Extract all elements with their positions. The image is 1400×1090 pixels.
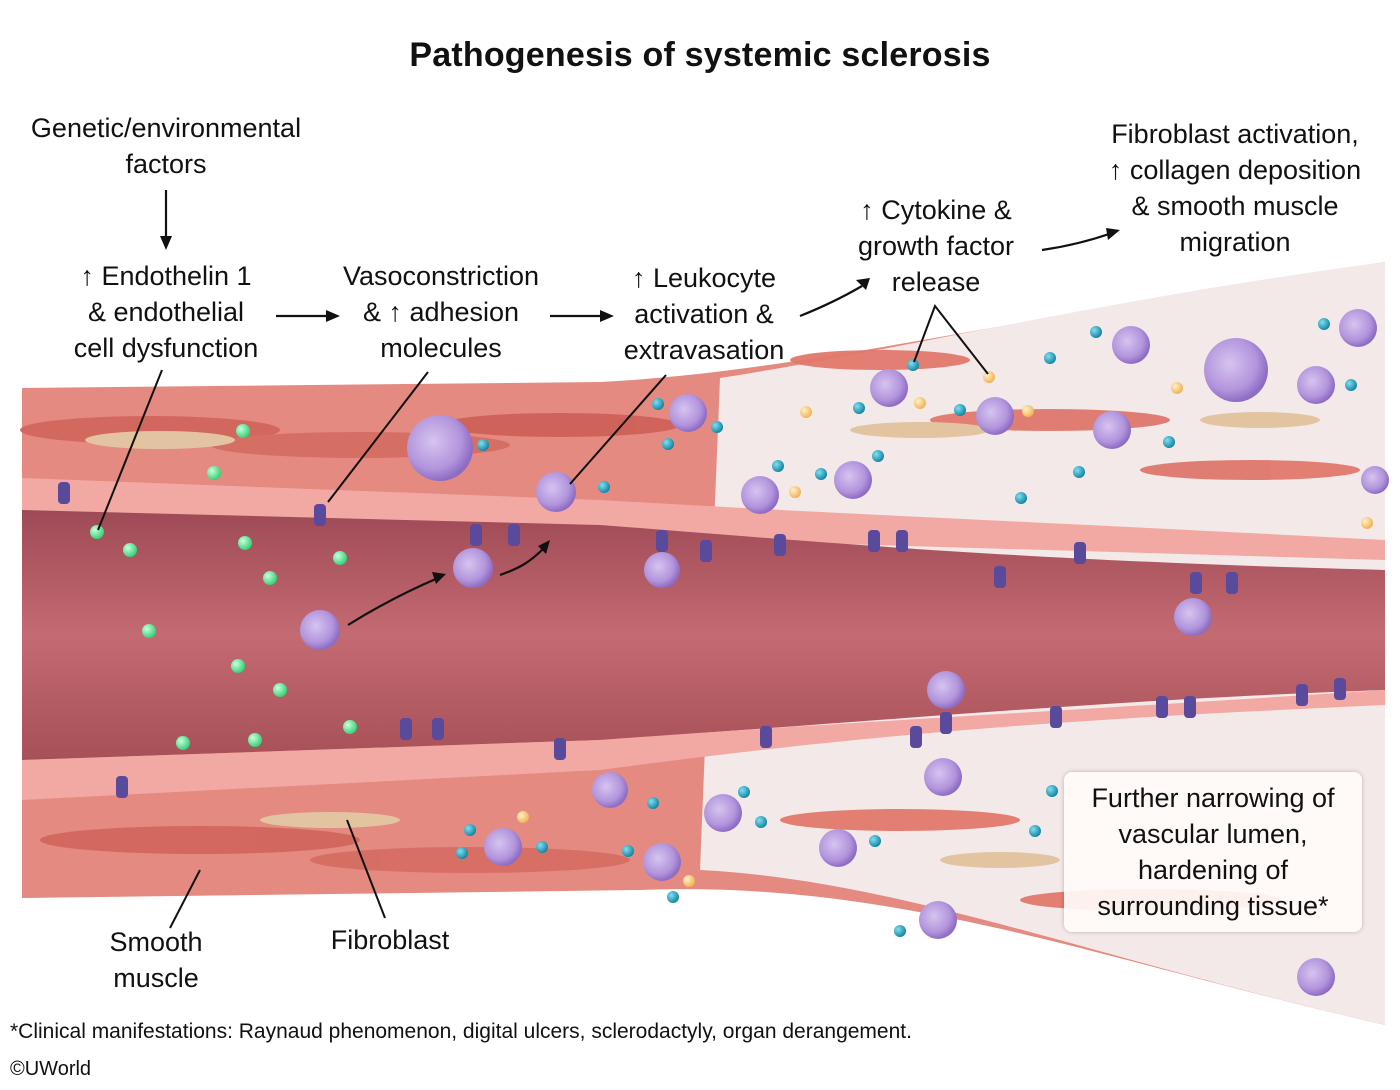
cytokine-particles-blue: [456, 318, 1357, 937]
label-endothelin: ↑ Endothelin 1 & endothelial cell dysfun…: [73, 261, 259, 363]
label-cytokine: ↑ Cytokine & growth factor release: [857, 195, 1015, 297]
endothelin-particles: [90, 424, 357, 750]
flow-arrows: [164, 190, 1113, 626]
footnote: *Clinical manifestations: Raynaud phenom…: [10, 1020, 912, 1043]
label-fibroblast-activation: Fibroblast activation, ↑ collagen deposi…: [1108, 119, 1362, 257]
label-fibroblast: Fibroblast: [330, 925, 450, 955]
adhesion-molecules: [58, 482, 1346, 798]
endothelium-top: [22, 478, 1385, 560]
outcome-callout: Further narrowing of vascular lumen, har…: [1064, 772, 1362, 932]
label-smooth-muscle: Smooth muscle: [109, 927, 203, 993]
label-genetic-factors: Genetic/environmental factors: [30, 113, 302, 179]
cytokine-particles-yellow: [517, 371, 1373, 887]
fibroblast-cells: [85, 412, 1320, 868]
arrowheads: [160, 228, 1120, 584]
diagram-title: Pathogenesis of systemic sclerosis: [409, 36, 991, 74]
pointer-lines: [97, 303, 989, 929]
endothelium-bottom: [22, 690, 1385, 800]
label-vasoconstriction: Vasoconstriction & ↑ adhesion molecules: [342, 261, 540, 363]
vascular-lumen: [22, 510, 1385, 760]
label-leukocyte: ↑ Leukocyte activation & extravasation: [623, 263, 785, 365]
copyright: ©UWorld: [10, 1058, 92, 1080]
leukocytes: [300, 309, 1389, 996]
